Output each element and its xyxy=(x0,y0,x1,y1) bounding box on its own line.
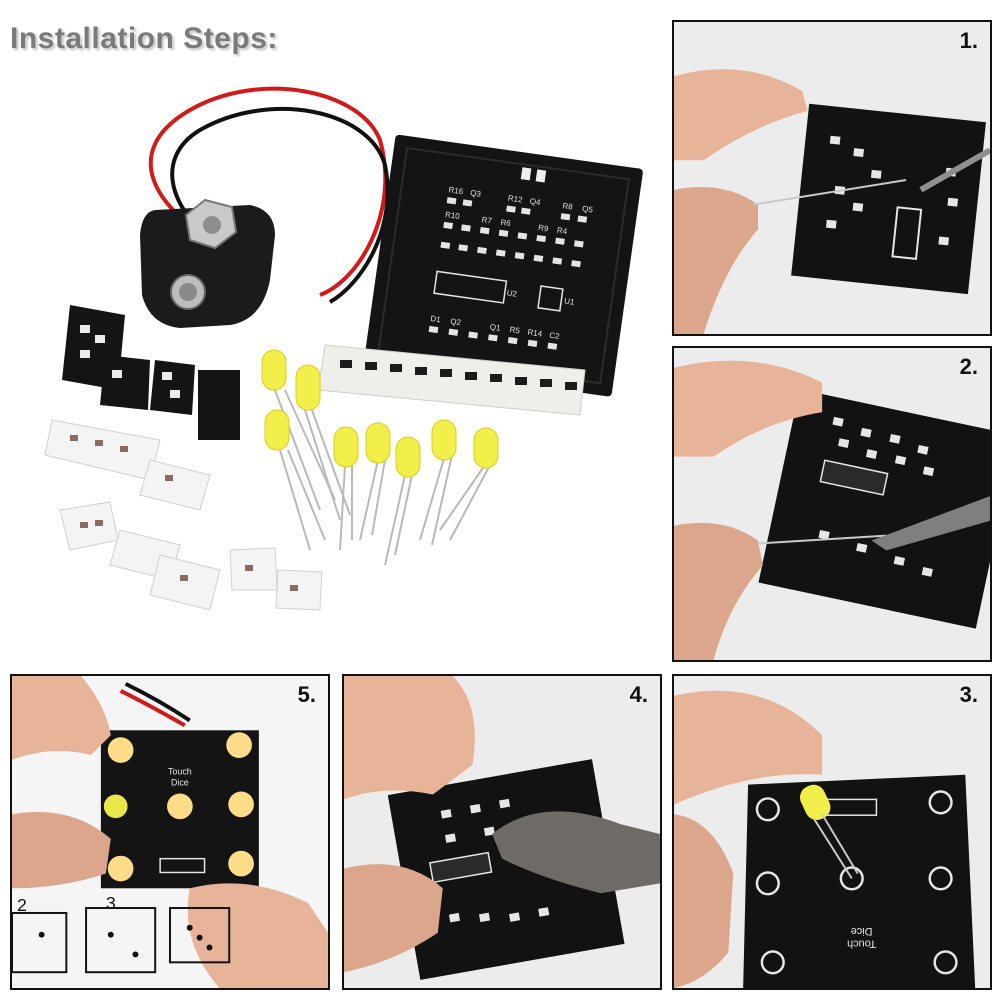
hand-thumb xyxy=(674,187,758,334)
pcb-label-d1: D1 xyxy=(430,314,442,324)
step-1-panel: 1. xyxy=(672,20,992,336)
step-4-panel: 4. xyxy=(342,674,662,990)
step-3-label: 3. xyxy=(959,682,978,707)
board-label-dice: Dice xyxy=(851,925,873,937)
hand-finger-upper xyxy=(674,360,823,457)
pcb-label-r9: R9 xyxy=(538,223,550,233)
step-3-panel: Touch Dice 3. xyxy=(672,674,992,990)
component-lead xyxy=(757,534,887,545)
wire-cutters xyxy=(492,811,660,894)
step-5-label: 5. xyxy=(297,682,316,707)
hand-finger-upper xyxy=(344,676,475,800)
kit-parts-illustration: R16 Q3 R12 Q4 R8 Q5 R10 R7 R6 R9 R4 U2 U… xyxy=(44,86,643,611)
battery-wire-black xyxy=(170,106,390,304)
battery-wire-red xyxy=(148,86,388,297)
pcb-label-q2: Q2 xyxy=(450,317,462,327)
pcb-label-q3: Q3 xyxy=(470,188,482,198)
white-tape-pieces xyxy=(44,419,323,611)
battery-snap-connector xyxy=(140,198,275,328)
step-4-label: 4. xyxy=(629,682,648,707)
sketch-number-3: 3 xyxy=(106,893,116,913)
pcb-label-r12: R12 xyxy=(507,194,523,205)
dice-face-sketches xyxy=(12,907,231,974)
pcb-label-r10: R10 xyxy=(444,210,460,221)
hand-finger-upper xyxy=(674,690,823,805)
pcb-label-u1: U1 xyxy=(564,296,576,306)
step-4-illustration xyxy=(344,676,660,988)
pcb-label-r7: R7 xyxy=(481,215,493,225)
pcb-label-r8: R8 xyxy=(562,201,574,211)
hand-finger-lower xyxy=(674,814,734,988)
soldering-iron xyxy=(871,496,990,551)
sketch-number-2: 2 xyxy=(17,895,27,915)
hand-finger-upper xyxy=(674,69,808,161)
page-title: Installation Steps: xyxy=(10,22,278,55)
pcb-label-r6: R6 xyxy=(500,218,512,228)
dice-label-dice: Dice xyxy=(171,778,189,788)
yellow-led-group xyxy=(261,349,499,566)
pcb-label-r5: R5 xyxy=(509,325,521,335)
pcb-label-r14: R14 xyxy=(527,328,543,339)
pcb-label-q5: Q5 xyxy=(582,204,594,214)
pcb-board xyxy=(758,389,990,629)
pcb-board-back: Touch Dice xyxy=(743,774,976,988)
pcb-label-q1: Q1 xyxy=(489,322,501,332)
step-5-illustration: Touch Dice 2 3 xyxy=(12,676,328,988)
pcb-label-r4: R4 xyxy=(556,226,568,236)
pcb-label-q4: Q4 xyxy=(529,197,541,207)
step-1-illustration xyxy=(674,22,990,334)
step-1-label: 1. xyxy=(959,28,978,53)
dice-label-touch: Touch xyxy=(168,767,192,777)
pcb-board xyxy=(791,103,986,295)
hand-finger-lower xyxy=(12,812,111,889)
dice-led-unlit xyxy=(103,794,128,819)
pcb-label-r16: R16 xyxy=(448,185,464,196)
battery-wire-black xyxy=(124,682,191,723)
hand-finger-upper xyxy=(12,676,111,760)
step-5-panel: Touch Dice 2 3 5. xyxy=(10,674,330,990)
step-2-label: 2. xyxy=(959,354,978,379)
board-label-touch: Touch xyxy=(847,938,876,950)
battery-wire-red xyxy=(119,689,186,728)
dice-led-lit xyxy=(107,732,254,882)
touch-dice-board: Touch Dice xyxy=(100,730,259,889)
transistor-strips xyxy=(62,305,240,440)
step-2-panel: 2. xyxy=(672,346,992,662)
pcb-label-c2: C2 xyxy=(549,331,561,341)
led-lead xyxy=(813,818,853,879)
led-lead xyxy=(821,813,859,874)
step-3-illustration: Touch Dice xyxy=(674,676,990,988)
component-lead xyxy=(752,178,907,206)
step-2-illustration xyxy=(674,348,990,660)
components-overview: R16 Q3 R12 Q4 R8 Q5 R10 R7 R6 R9 R4 U2 U… xyxy=(0,70,660,660)
main-pcb-board: R16 Q3 R12 Q4 R8 Q5 R10 R7 R6 R9 R4 U2 U… xyxy=(364,134,643,397)
pcb-label-u2: U2 xyxy=(506,288,518,298)
hand-thumb xyxy=(674,522,763,660)
yellow-led xyxy=(799,784,831,821)
soldering-iron-tip xyxy=(919,147,990,193)
hand-thumb xyxy=(344,864,443,973)
